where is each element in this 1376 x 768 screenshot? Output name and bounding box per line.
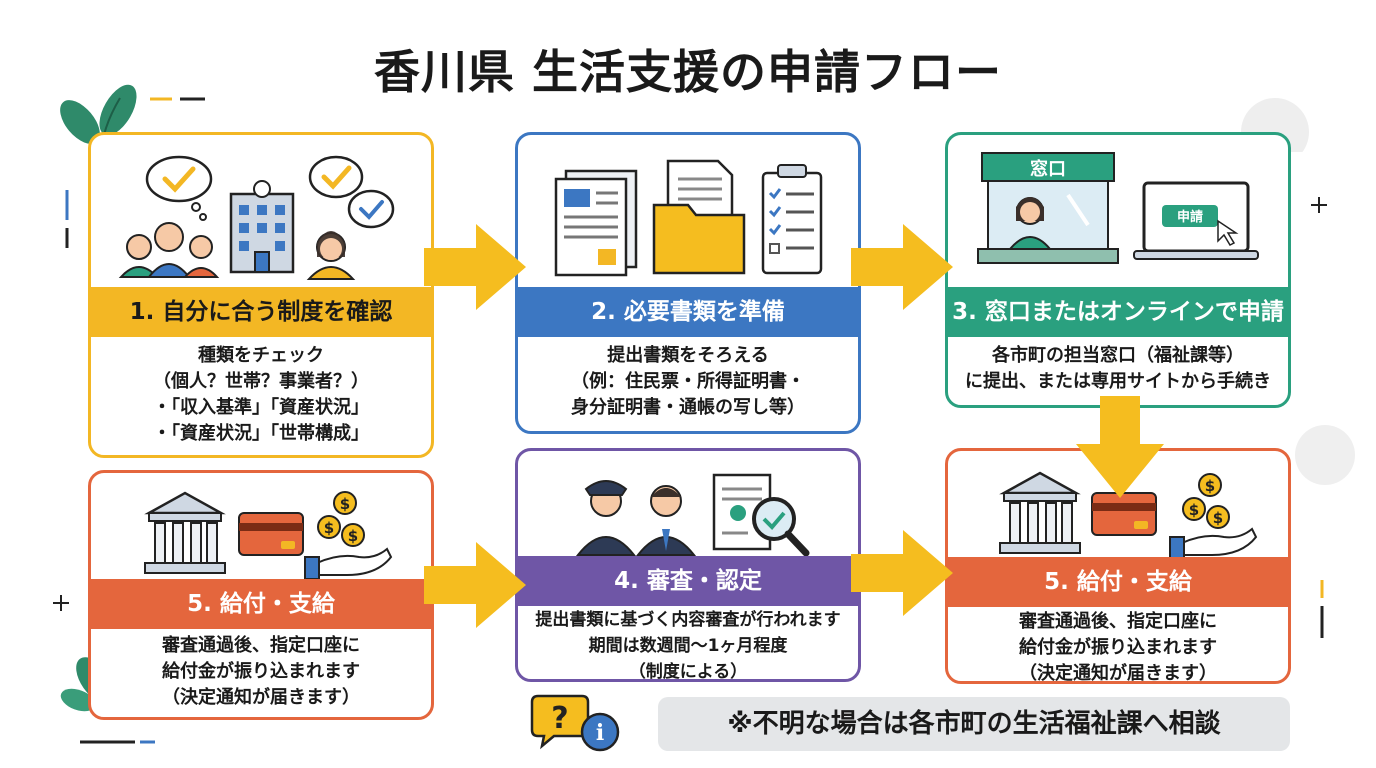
arrow-right-icon xyxy=(851,530,953,616)
bank-card-money-icon xyxy=(999,471,1258,560)
step-4-card: 4. 審査・認定 提出書類に基づく内容審査が行われます期間は数週間〜1ヶ月程度（… xyxy=(515,448,861,682)
step-3-description: 各市町の担当窓口（福祉課等）に提出、または専用サイトから手続き xyxy=(965,345,1271,392)
arrow-right-icon xyxy=(424,224,526,310)
step-2-description: 提出書類をそろえる（例：住民票・所得証明書・身分証明書・通帳の写し等） xyxy=(571,345,805,418)
officers-review-icon xyxy=(575,473,810,557)
counter-and-laptop-icon: 窓口 申請 xyxy=(977,152,1259,264)
counter-sign: 窓口 xyxy=(1030,158,1066,180)
bank-card-money-icon xyxy=(144,491,393,580)
info-mark: i xyxy=(596,720,604,746)
people-thinking-icon xyxy=(118,155,395,280)
step-5-left-description: 審査通過後、指定口座に給付金が振り込まれます（決定通知が届きます） xyxy=(162,635,360,708)
step-4-description: 提出書類に基づく内容審査が行われます期間は数週間〜1ヶ月程度（制度による） xyxy=(535,610,841,682)
step-5-right-description: 審査通過後、指定口座に給付金が振り込まれます（決定通知が届きます） xyxy=(1019,611,1217,684)
dash-decoration xyxy=(80,740,155,744)
step-1-label: 1. 自分に合う制度を確認 xyxy=(91,287,431,337)
step-5-left-card: 5. 給付・支給 審査通過後、指定口座に給付金が振り込まれます（決定通知が届きま… xyxy=(88,470,434,720)
laptop-apply-button: 申請 xyxy=(1177,209,1203,225)
plus-decoration xyxy=(53,595,69,611)
step-5-left-label: 5. 給付・支給 xyxy=(91,579,431,629)
dash-decoration xyxy=(150,97,205,101)
step-2-label: 2. 必要書類を準備 xyxy=(518,287,858,337)
documents-icon xyxy=(554,159,823,277)
hatch-decoration xyxy=(1295,425,1355,485)
question-mark: ? xyxy=(551,701,568,736)
page-title: 香川県 生活支援の申請フロー xyxy=(373,45,1002,99)
arrow-down-icon xyxy=(1076,396,1164,498)
question-info-icon: ? i xyxy=(530,694,620,752)
step-1-card: 1. 自分に合う制度を確認 種類をチェック（個人？世帯？事業者？）・「収入基準」… xyxy=(88,132,434,458)
step-3-label: 3. 窓口またはオンラインで申請 xyxy=(948,287,1288,337)
plus-decoration xyxy=(1311,197,1327,213)
step-4-label: 4. 審査・認定 xyxy=(518,556,858,606)
consult-note: ※不明な場合は各市町の生活福祉課へ相談 xyxy=(658,697,1290,751)
step-2-card: 2. 必要書類を準備 提出書類をそろえる（例：住民票・所得証明書・身分証明書・通… xyxy=(515,132,861,434)
step-5-right-label: 5. 給付・支給 xyxy=(948,557,1288,607)
arrow-right-icon xyxy=(851,224,953,310)
dash-decoration xyxy=(1320,580,1324,638)
step-3-card: 窓口 申請 3. 窓口またはオンラインで申請 各市町の担当窓口（福祉課等）に提出… xyxy=(945,132,1291,408)
arrow-right-icon xyxy=(424,542,526,628)
dash-decoration xyxy=(65,190,69,248)
step-1-description: 種類をチェック（個人？世帯？事業者？）・「収入基準」「資産状況」・「資産状況」「… xyxy=(153,345,369,444)
